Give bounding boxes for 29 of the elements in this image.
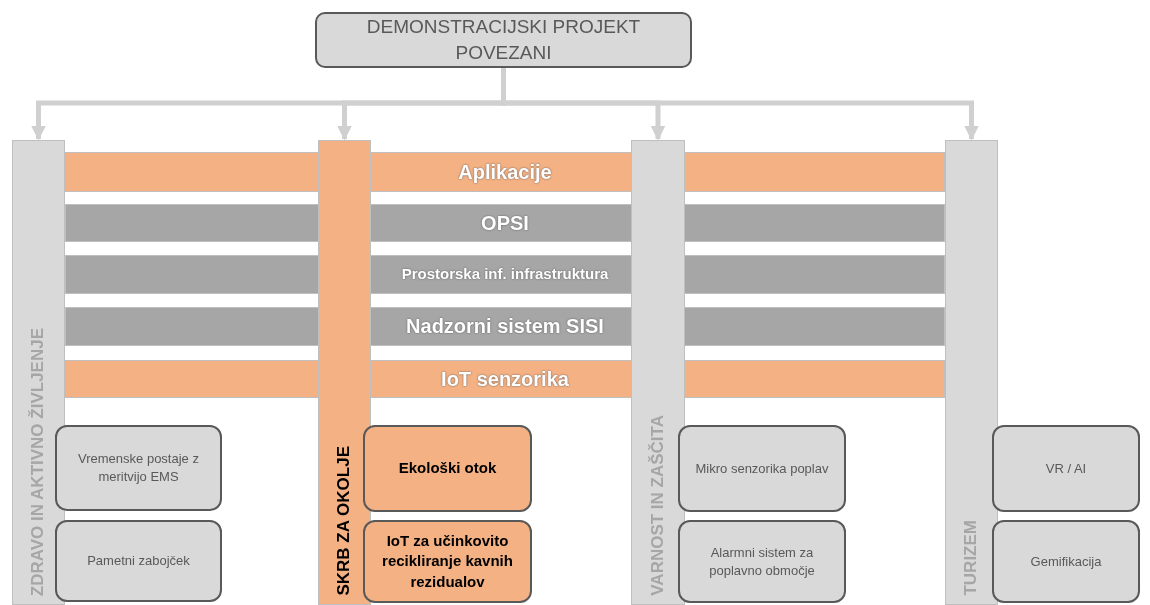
project-box — [363, 425, 532, 512]
pillar-column — [12, 140, 65, 605]
box-label: Alarmni sistem za poplavno območje — [708, 543, 816, 580]
project-box — [992, 425, 1140, 512]
project-box — [678, 520, 846, 603]
project-box — [55, 520, 222, 602]
band-label: Nadzorni sistem SISI — [406, 314, 604, 339]
box-label: Vremenske postaje z meritvijo EMS — [77, 450, 200, 486]
box-label: Mikro senzorika poplav — [694, 459, 830, 478]
pillar-column — [945, 140, 998, 605]
box-label: Pametni zabojček — [86, 552, 191, 570]
box-label: Ekološki otok — [397, 458, 498, 479]
arrow — [501, 68, 979, 141]
pillar-label: SKRB ZA OKOLJE — [333, 446, 355, 596]
box-label: VR / AI — [1044, 459, 1088, 478]
box-title: DEMONSTRACIJSKI PROJEKT POVEZANI — [365, 15, 642, 65]
pillar-column — [631, 140, 685, 605]
project-box — [363, 520, 532, 603]
band-label: Prostorska inf. infrastruktura — [401, 264, 609, 285]
box-label: Gemifikacija — [1029, 552, 1103, 571]
title-box — [315, 12, 692, 68]
project-box — [55, 425, 222, 511]
pillar-column — [318, 140, 371, 605]
box-label: IoT za učinkovito recikliranje kavnih rezidualov — [381, 531, 514, 592]
project-box — [992, 520, 1140, 603]
project-box — [678, 425, 846, 512]
band-label: IoT senzorika — [441, 366, 569, 392]
band-label: Aplikacije — [458, 159, 552, 185]
band-label: OPSI — [481, 210, 529, 236]
